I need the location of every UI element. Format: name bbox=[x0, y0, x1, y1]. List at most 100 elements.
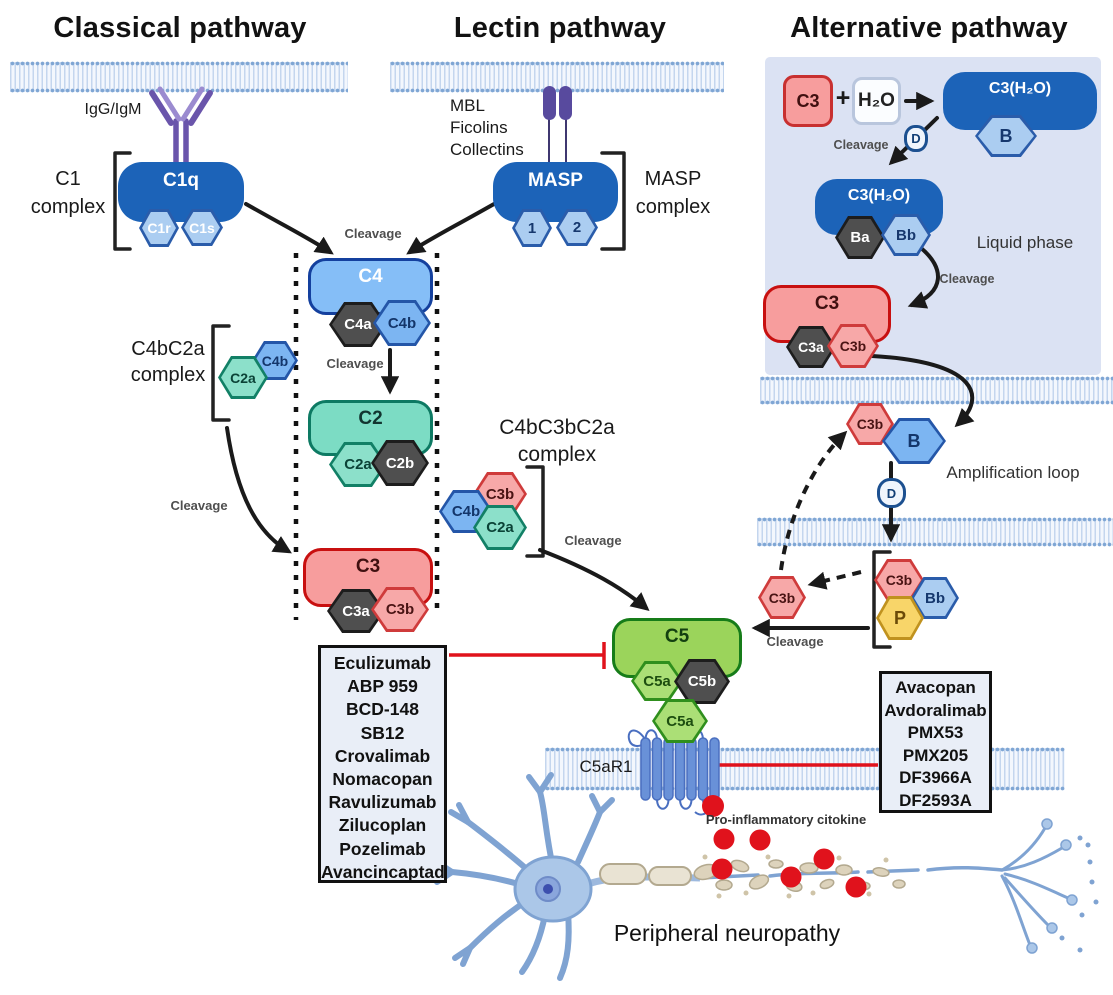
c4bc3bc2a-label-line1: C4bC3bC2a bbox=[499, 416, 615, 439]
amplification-loop-label: Amplification loop bbox=[946, 463, 1080, 482]
masp-complex-label-line1: MASP bbox=[644, 168, 702, 190]
myelin-sheath bbox=[599, 863, 692, 886]
alt-c3-box: C3 bbox=[783, 75, 833, 127]
alt-c3a-hexagon: C3a bbox=[786, 326, 836, 368]
drug-item: Pozelimab bbox=[339, 838, 426, 859]
bb-top-hexagon: Bb bbox=[881, 214, 931, 256]
c5ar1-inhibitor-drug-box: Avacopan Avdoralimab PMX53 PMX205 DF3966… bbox=[879, 671, 992, 813]
membrane-lectin bbox=[390, 60, 724, 94]
drug-item: ABP 959 bbox=[347, 676, 418, 697]
brackets bbox=[113, 151, 892, 649]
convertase-bb-hexagon: Bb bbox=[911, 577, 959, 619]
c3b-hexagon: C3b bbox=[371, 587, 429, 632]
factor-d-top-badge: D bbox=[904, 125, 928, 152]
drug-item: Avdoralimab bbox=[884, 700, 987, 720]
c4bc2a-bracket bbox=[211, 324, 231, 422]
classical-pathway-title: Classical pathway bbox=[53, 12, 307, 44]
drug-item: BCD-148 bbox=[346, 699, 419, 720]
masp1-hexagon: 1 bbox=[512, 209, 552, 247]
cytokine-dots bbox=[702, 795, 867, 898]
free-c3b-hexagon: C3b bbox=[758, 576, 806, 619]
masp-complex-label-line2: complex bbox=[635, 196, 711, 218]
cascade-dashed-lines bbox=[293, 253, 440, 620]
mbl-label: MBL bbox=[450, 96, 485, 115]
alternative-pathway-title: Alternative pathway bbox=[790, 12, 1068, 44]
properdin-hexagon: P bbox=[876, 596, 924, 640]
factor-d-badge: D bbox=[877, 478, 906, 508]
loop-b-hexagon: B bbox=[882, 418, 946, 464]
drug-item: Crovalimab bbox=[334, 745, 431, 766]
cleavage-label-c5: Cleavage bbox=[766, 634, 824, 649]
terminal-debris bbox=[1059, 835, 1099, 953]
drug-item: SB12 bbox=[360, 722, 405, 743]
c4bc2a-c2a-hexagon: C2a bbox=[218, 356, 268, 399]
c1-complex-bracket bbox=[113, 151, 132, 251]
c3h2o-to-c3-arrow bbox=[907, 246, 940, 309]
cleavage-label-tickover: Cleavage bbox=[833, 138, 889, 152]
drug-item: Ravulizumab bbox=[328, 792, 437, 813]
c4bc3bc2a-bracket bbox=[525, 465, 545, 558]
h2o-box: H₂O bbox=[852, 77, 901, 125]
x-c2a-hexagon: C2a bbox=[473, 505, 527, 550]
c4bc2a-label-line1: C4bC2a bbox=[131, 338, 205, 360]
terminal-boutons bbox=[1026, 818, 1078, 954]
masp2-hexagon: 2 bbox=[556, 209, 598, 246]
convertase-c3b-hexagon: C3b bbox=[874, 559, 924, 601]
membrane-alt-upper bbox=[760, 375, 1113, 406]
masp-to-c4-arrow bbox=[406, 202, 496, 255]
liquid-phase-label: Liquid phase bbox=[976, 233, 1074, 252]
drug-item: PMX53 bbox=[907, 723, 964, 742]
drug-item: PMX205 bbox=[902, 745, 969, 765]
c4b-hexagon: C4b bbox=[373, 300, 431, 346]
ficolins-label: Ficolins bbox=[450, 118, 508, 137]
c5a-hexagon: C5a bbox=[631, 661, 683, 701]
antibody-icon bbox=[149, 86, 213, 169]
drug-item: Eculizumab bbox=[333, 653, 432, 673]
c5-inhibitor-drug-box: Eculizumab ABP 959 BCD-148 SB12 Crovalim… bbox=[318, 645, 447, 883]
alt-c3b-hexagon: C3b bbox=[827, 324, 879, 368]
c1s-hexagon: C1s bbox=[181, 209, 223, 246]
axon-terminal bbox=[1000, 826, 1070, 947]
membrane-classical bbox=[10, 60, 348, 94]
c4a-hexagon: C4a bbox=[329, 302, 387, 347]
cleavage-label-top: Cleavage bbox=[344, 226, 402, 241]
cytokine-label: Pro-inflammatory citokine bbox=[705, 812, 867, 827]
c4bc2a-to-c3-arrow bbox=[225, 426, 292, 554]
membrane-alt-lower bbox=[757, 516, 1113, 548]
c4bc3bc2a-to-c5-arrow bbox=[538, 548, 650, 611]
myelin-debris bbox=[702, 854, 889, 899]
igg-igm-label: IgG/IgM bbox=[84, 101, 142, 118]
c5ar1-label: C5aR1 bbox=[579, 757, 633, 776]
lectin-receptor-icon bbox=[543, 86, 572, 164]
convertase-to-free-c3b-arrow bbox=[807, 570, 862, 590]
c2b-hexagon: C2b bbox=[371, 440, 429, 486]
c4bc2a-c4b-hexagon: C4b bbox=[252, 341, 298, 380]
c1-complex-label-line1: C1 bbox=[55, 168, 81, 190]
c1r-hexagon: C1r bbox=[139, 209, 179, 247]
ba-hexagon: Ba bbox=[835, 216, 885, 259]
neuropathy-label: Peripheral neuropathy bbox=[613, 920, 841, 946]
cleavage-label-to-c5: Cleavage bbox=[564, 533, 622, 548]
free-c3b-to-loop-arrow bbox=[779, 430, 848, 571]
amplification-dashed-arrows bbox=[779, 430, 862, 590]
cleavage-label-c4-c2: Cleavage bbox=[326, 356, 384, 371]
c3b-to-b-arrow bbox=[870, 354, 975, 428]
cleavage-label-alt-c3: Cleavage bbox=[939, 272, 995, 286]
c4bc2a-label-line2: complex bbox=[130, 364, 206, 386]
drug-item: Avancincaptad bbox=[321, 861, 445, 882]
c1-complex-label-line2: complex bbox=[30, 196, 106, 218]
c3a-hexagon: C3a bbox=[327, 589, 385, 633]
lectin-pathway-title: Lectin pathway bbox=[453, 12, 667, 44]
cleavage-label-to-c3: Cleavage bbox=[170, 498, 228, 513]
free-c5a-hexagon: C5a bbox=[652, 699, 708, 743]
factor-b-top-hexagon: B bbox=[975, 115, 1037, 157]
c2a-hexagon: C2a bbox=[329, 442, 387, 487]
drug-item: DF3966A bbox=[899, 768, 972, 787]
drug-item: Zilucoplan bbox=[338, 815, 427, 836]
plus-sign: + bbox=[835, 84, 851, 112]
drug-item: Avacopan bbox=[895, 678, 976, 697]
collectins-label: Collectins bbox=[450, 140, 524, 159]
neuron-icon bbox=[432, 772, 1099, 981]
